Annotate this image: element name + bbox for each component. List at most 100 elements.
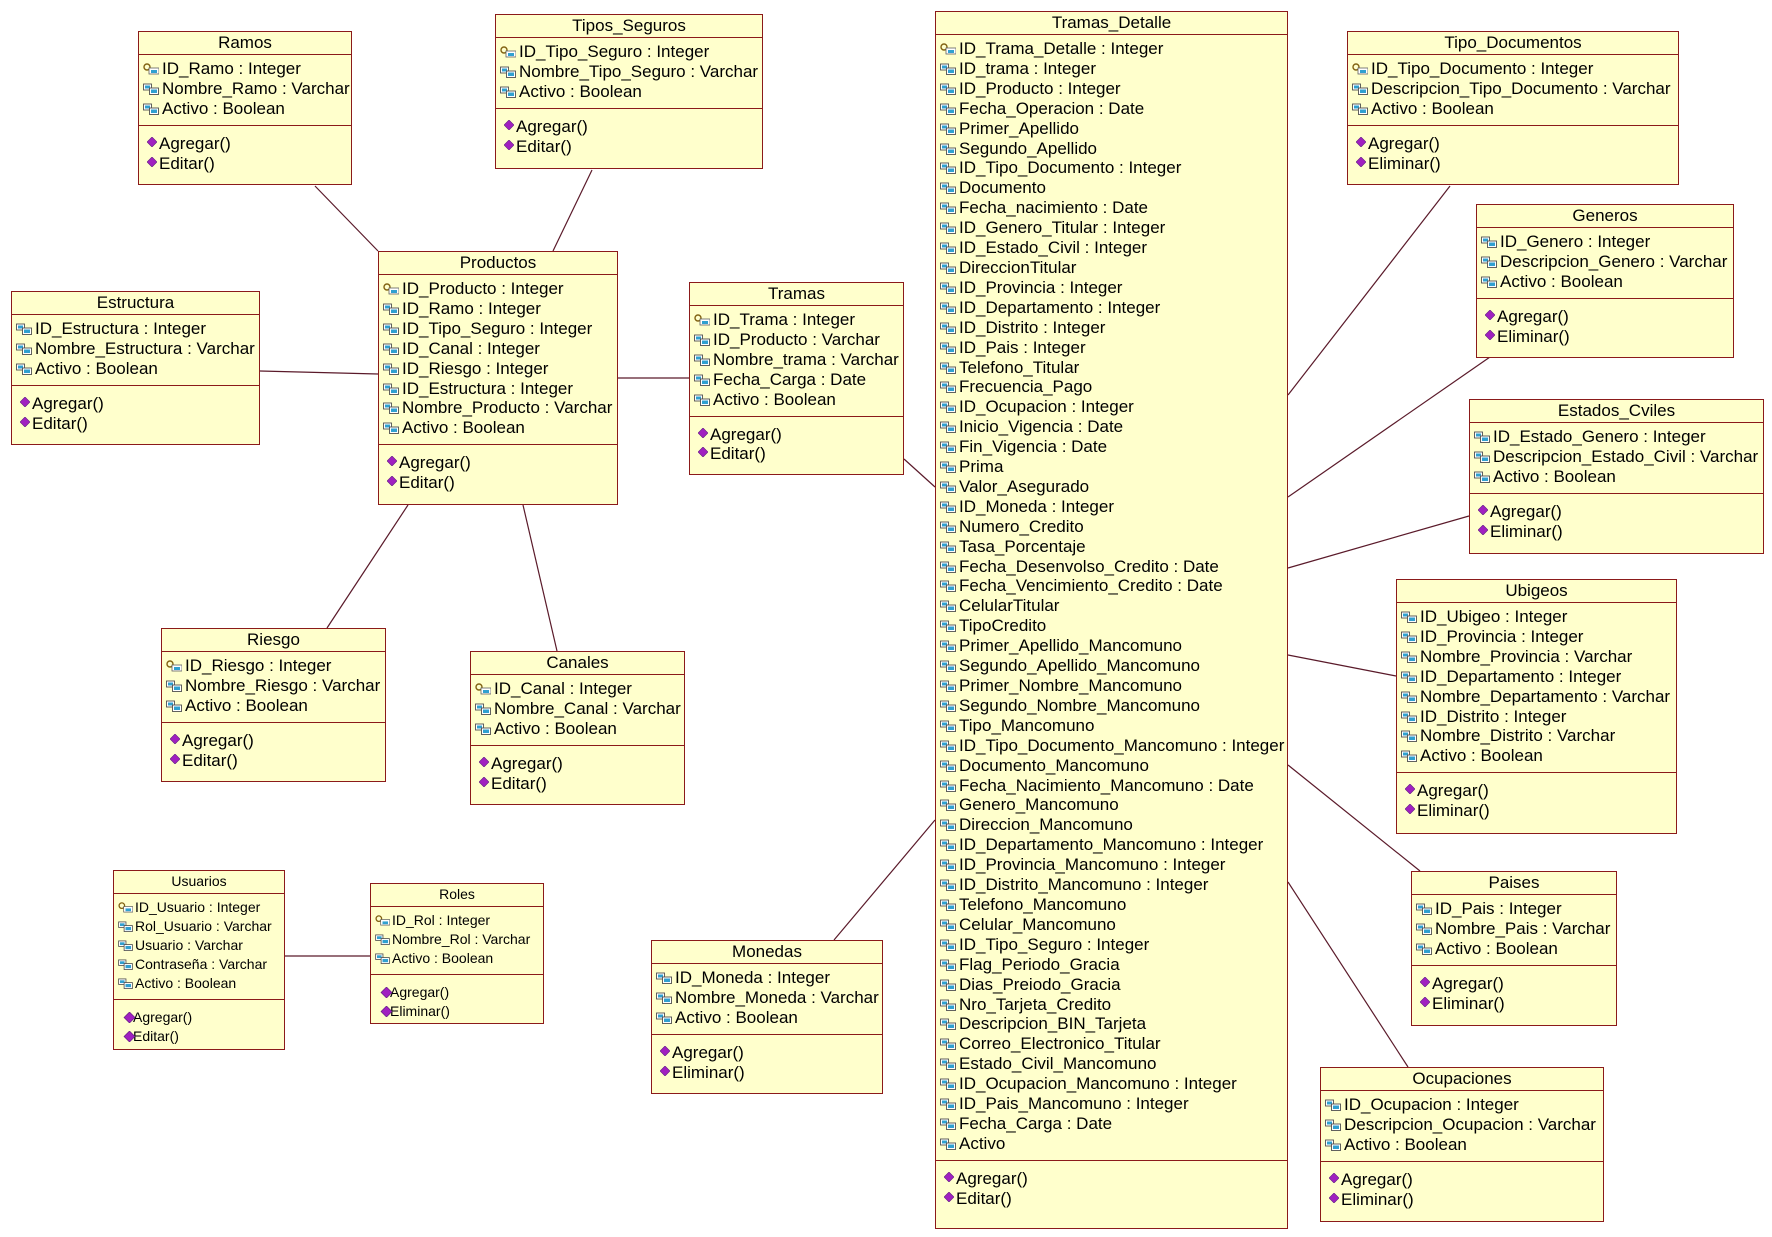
attribute-row[interactable]: Nombre_Producto : Varchar	[383, 398, 617, 418]
attribute-row[interactable]: Nombre_Pais : Varchar	[1416, 919, 1616, 939]
attribute-row[interactable]: ID_Moneda : Integer	[656, 968, 882, 988]
operation-row[interactable]: Eliminar()	[1485, 327, 1733, 347]
operation-row[interactable]: Agregar()	[387, 453, 617, 473]
attribute-row[interactable]: ID_Provincia : Integer	[1401, 627, 1676, 647]
operation-row[interactable]: Eliminar()	[1356, 154, 1678, 174]
attribute-row[interactable]: ID_Estado_Genero : Integer	[1474, 427, 1763, 447]
attribute-row[interactable]: ID_Trama_Detalle : Integer	[940, 39, 1287, 59]
attribute-row[interactable]: Nombre_Estructura : Varchar	[16, 339, 259, 359]
attribute-row[interactable]: ID_Ocupacion : Integer	[940, 397, 1287, 417]
attribute-row[interactable]: ID_Ramo : Integer	[143, 59, 351, 79]
attribute-row[interactable]: Segundo_Nombre_Mancomuno	[940, 696, 1287, 716]
attribute-row[interactable]: ID_Ramo : Integer	[383, 299, 617, 319]
attribute-row[interactable]: Activo : Boolean	[1416, 939, 1616, 959]
attribute-row[interactable]: CelularTitular	[940, 596, 1287, 616]
attribute-row[interactable]: Primer_Apellido_Mancomuno	[940, 636, 1287, 656]
attribute-row[interactable]: ID_Genero_Titular : Integer	[940, 218, 1287, 238]
attribute-row[interactable]: Nombre_Canal : Varchar	[475, 699, 684, 719]
attribute-row[interactable]: ID_Canal : Integer	[475, 679, 684, 699]
attribute-row[interactable]: Numero_Credito	[940, 517, 1287, 537]
attribute-row[interactable]: Fecha_Desenvolso_Credito : Date	[940, 557, 1287, 577]
attribute-row[interactable]: Nombre_trama : Varchar	[694, 350, 903, 370]
operation-row[interactable]: Agregar()	[1329, 1170, 1603, 1190]
attribute-row[interactable]: ID_Tipo_Seguro : Integer	[500, 42, 762, 62]
operation-row[interactable]: Agregar()	[1478, 502, 1763, 522]
attribute-row[interactable]: Frecuencia_Pago	[940, 377, 1287, 397]
attribute-row[interactable]: ID_Tipo_Documento_Mancomuno : Integer	[940, 736, 1287, 756]
attribute-row[interactable]: ID_Ubigeo : Integer	[1401, 607, 1676, 627]
attribute-row[interactable]: ID_Ocupacion_Mancomuno : Integer	[940, 1074, 1287, 1094]
attribute-row[interactable]: Fecha_Carga : Date	[940, 1114, 1287, 1134]
operation-row[interactable]: Agregar()	[504, 117, 762, 137]
attribute-row[interactable]: ID_Pais : Integer	[940, 338, 1287, 358]
attribute-row[interactable]: ID_Moneda : Integer	[940, 497, 1287, 517]
attribute-row[interactable]: Nombre_Provincia : Varchar	[1401, 647, 1676, 667]
attribute-row[interactable]: Segundo_Apellido_Mancomuno	[940, 656, 1287, 676]
attribute-row[interactable]: Fecha_Operacion : Date	[940, 99, 1287, 119]
attribute-row[interactable]: Activo : Boolean	[143, 99, 351, 119]
attribute-row[interactable]: Activo : Boolean	[1481, 272, 1733, 292]
attribute-row[interactable]: Telefono_Titular	[940, 358, 1287, 378]
attribute-row[interactable]: Activo : Boolean	[1325, 1135, 1603, 1155]
attribute-row[interactable]: Activo : Boolean	[475, 719, 684, 739]
operation-row[interactable]: Agregar()	[1356, 134, 1678, 154]
attribute-row[interactable]: ID_Rol : Integer	[375, 911, 543, 930]
attribute-row[interactable]: ID_Producto : Integer	[940, 79, 1287, 99]
attribute-row[interactable]: Nombre_Rol : Varchar	[375, 930, 543, 949]
attribute-row[interactable]: Primer_Apellido	[940, 119, 1287, 139]
attribute-row[interactable]: Usuario : Varchar	[118, 936, 284, 955]
operation-row[interactable]: Editar()	[387, 473, 617, 493]
operation-row[interactable]: Editar()	[698, 444, 903, 464]
attribute-row[interactable]: ID_Tipo_Documento : Integer	[1352, 59, 1678, 79]
attribute-row[interactable]: Activo : Boolean	[656, 1008, 882, 1028]
attribute-row[interactable]: ID_Estructura : Integer	[383, 379, 617, 399]
attribute-row[interactable]: Nombre_Distrito : Varchar	[1401, 726, 1676, 746]
operation-row[interactable]: Editar()	[944, 1189, 1287, 1209]
operation-row[interactable]: Eliminar()	[379, 1002, 543, 1021]
operation-row[interactable]: Editar()	[504, 137, 762, 157]
attribute-row[interactable]: Fecha_nacimiento : Date	[940, 198, 1287, 218]
attribute-row[interactable]: ID_Estructura : Integer	[16, 319, 259, 339]
attribute-row[interactable]: Contraseña : Varchar	[118, 955, 284, 974]
attribute-row[interactable]: Descripcion_Ocupacion : Varchar	[1325, 1115, 1603, 1135]
attribute-row[interactable]: ID_Provincia_Mancomuno : Integer	[940, 855, 1287, 875]
attribute-row[interactable]: Activo : Boolean	[694, 390, 903, 410]
attribute-row[interactable]: Dias_Preiodo_Gracia	[940, 975, 1287, 995]
attribute-row[interactable]: Activo : Boolean	[1401, 746, 1676, 766]
attribute-row[interactable]: Genero_Mancomuno	[940, 795, 1287, 815]
operation-row[interactable]: Editar()	[147, 154, 351, 174]
operation-row[interactable]: Eliminar()	[1420, 994, 1616, 1014]
attribute-row[interactable]: Primer_Nombre_Mancomuno	[940, 676, 1287, 696]
operation-row[interactable]: Editar()	[122, 1027, 284, 1046]
attribute-row[interactable]: ID_Riesgo : Integer	[383, 359, 617, 379]
attribute-row[interactable]: Activo : Boolean	[166, 696, 385, 716]
attribute-row[interactable]: Nombre_Tipo_Seguro : Varchar	[500, 62, 762, 82]
attribute-row[interactable]: Telefono_Mancomuno	[940, 895, 1287, 915]
attribute-row[interactable]: Nombre_Moneda : Varchar	[656, 988, 882, 1008]
operation-row[interactable]: Agregar()	[944, 1169, 1287, 1189]
attribute-row[interactable]: Nombre_Departamento : Varchar	[1401, 687, 1676, 707]
operation-row[interactable]: Eliminar()	[1329, 1190, 1603, 1210]
attribute-row[interactable]: ID_Canal : Integer	[383, 339, 617, 359]
attribute-row[interactable]: Fecha_Nacimiento_Mancomuno : Date	[940, 776, 1287, 796]
attribute-row[interactable]: Nombre_Ramo : Varchar	[143, 79, 351, 99]
operation-row[interactable]: Agregar()	[1420, 974, 1616, 994]
operation-row[interactable]: Eliminar()	[1405, 801, 1676, 821]
attribute-row[interactable]: Descripcion_Estado_Civil : Varchar	[1474, 447, 1763, 467]
attribute-row[interactable]: Activo	[940, 1134, 1287, 1154]
attribute-row[interactable]: Rol_Usuario : Varchar	[118, 917, 284, 936]
attribute-row[interactable]: TipoCredito	[940, 616, 1287, 636]
attribute-row[interactable]: ID_Distrito : Integer	[940, 318, 1287, 338]
attribute-row[interactable]: ID_Tipo_Seguro : Integer	[940, 935, 1287, 955]
operation-row[interactable]: Editar()	[479, 774, 684, 794]
attribute-row[interactable]: Valor_Asegurado	[940, 477, 1287, 497]
operation-row[interactable]: Editar()	[170, 751, 385, 771]
